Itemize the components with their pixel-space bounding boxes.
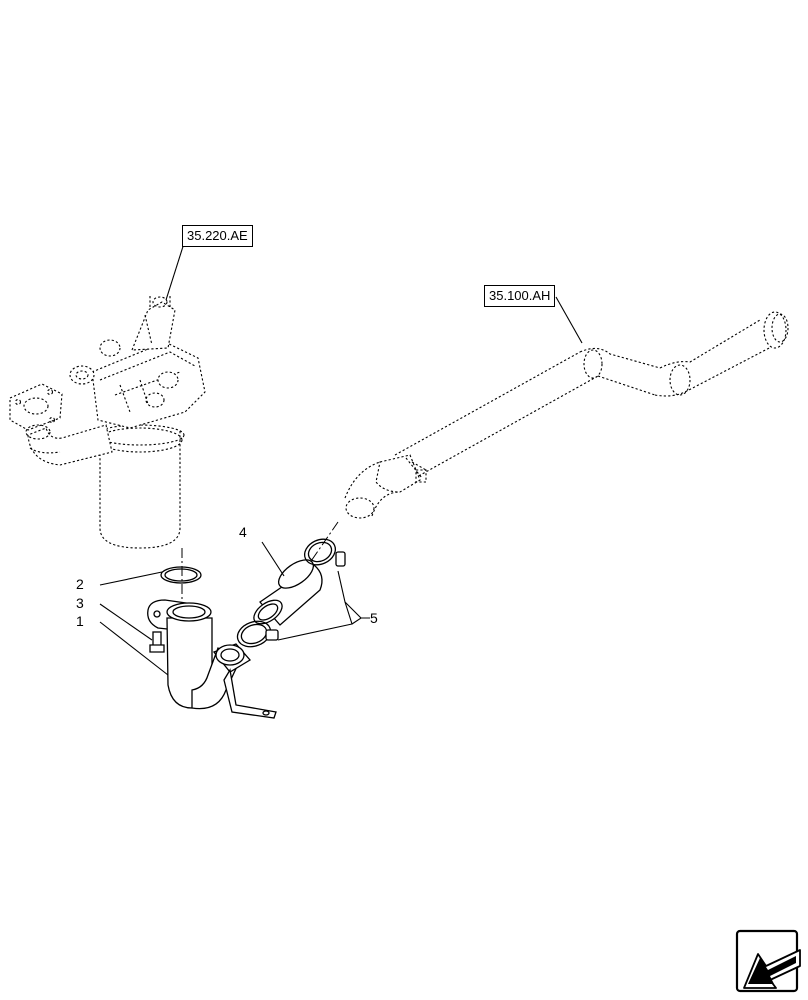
pipe-elbow bbox=[147, 599, 277, 719]
filter-assembly-ghost bbox=[9, 296, 206, 549]
arrow-icon[interactable] bbox=[735, 929, 801, 993]
reference-return-pipe[interactable]: 35.100.AH bbox=[484, 285, 556, 307]
leader-lines bbox=[99, 236, 583, 676]
return-pipe-ghost bbox=[344, 311, 789, 519]
callout-1: 1 bbox=[76, 613, 84, 629]
callout-4: 4 bbox=[239, 524, 247, 540]
reference-filter-assembly[interactable]: 35.220.AE bbox=[182, 225, 253, 247]
hose-clamp-upper bbox=[303, 538, 346, 567]
hose-clamp-lower bbox=[236, 620, 279, 648]
hose bbox=[253, 559, 323, 626]
bolt bbox=[149, 631, 165, 653]
o-ring bbox=[160, 566, 202, 584]
callout-3: 3 bbox=[76, 595, 84, 611]
callout-5: 5 bbox=[370, 610, 378, 626]
callout-2: 2 bbox=[76, 576, 84, 592]
